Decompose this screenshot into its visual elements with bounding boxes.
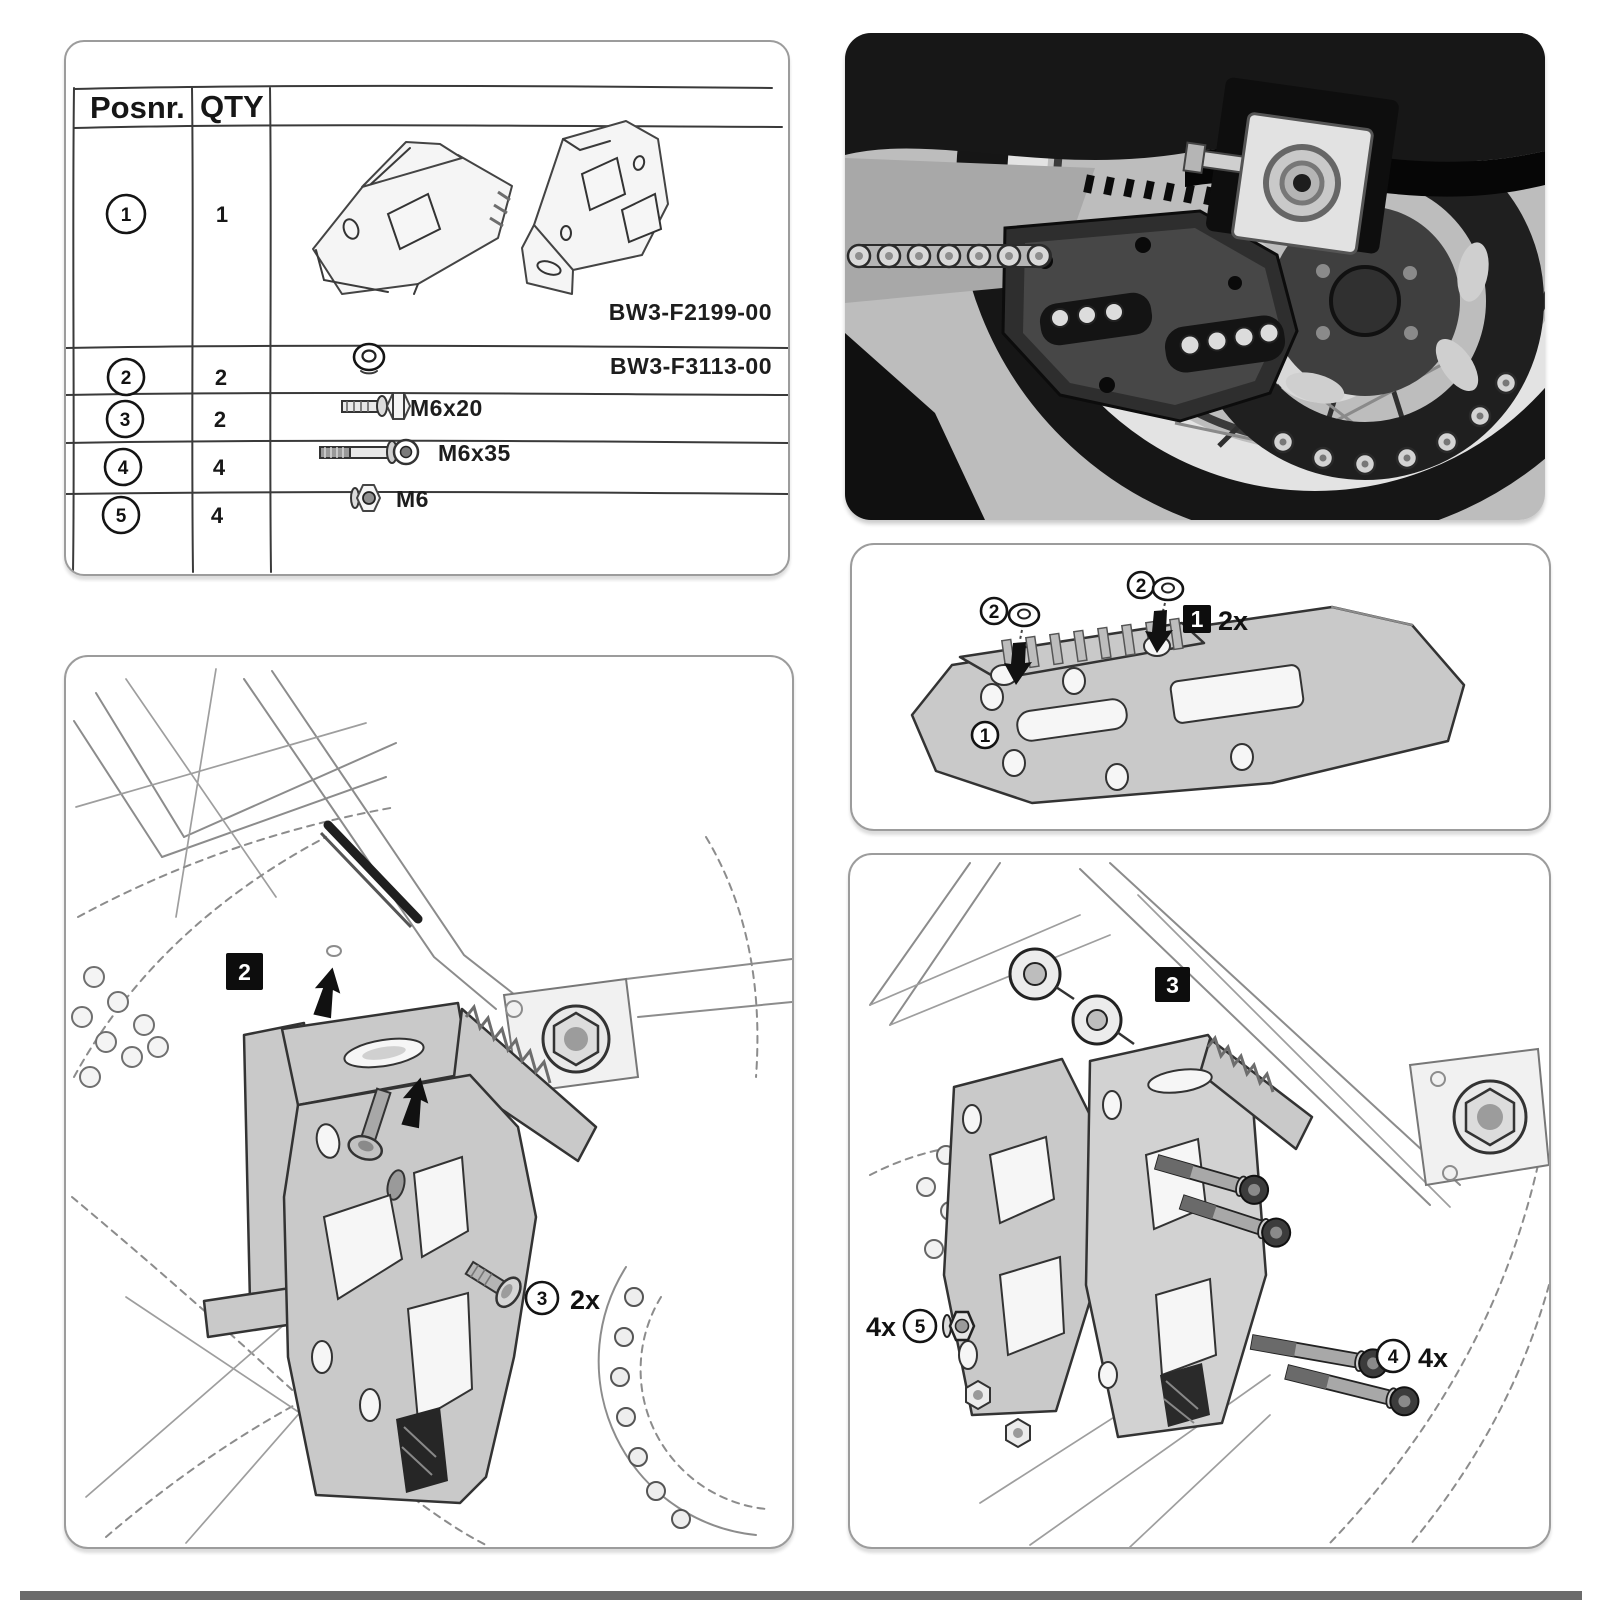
part-size: M6 — [396, 486, 429, 512]
qty-value: 2 — [214, 407, 226, 432]
washer-icon — [352, 342, 386, 375]
step-badge — [226, 953, 263, 990]
step1-figure: 2 2 1 2x — [910, 570, 1466, 805]
qty-column: 1 2 2 4 4 — [211, 202, 228, 528]
socket-bolt-icon — [1284, 1364, 1420, 1417]
flange-nut-icon — [1008, 947, 1075, 1001]
step3-figure: 3 4x 5 4 4x — [866, 862, 1549, 1547]
pos-ref: 5 — [116, 506, 127, 527]
bolt-callout: 4 4x — [1375, 1338, 1448, 1374]
chain-adjuster-block — [1182, 112, 1374, 255]
step-badge-number: 1 — [1191, 606, 1204, 632]
pos-ref: 4 — [118, 458, 129, 479]
down-arrow-icon — [1004, 642, 1032, 685]
chain-guide-part-drawing-right — [521, 120, 669, 295]
part-number: BW3-F2199-00 — [609, 299, 772, 325]
washer-icon — [1151, 576, 1185, 602]
photo-figure — [845, 33, 1545, 520]
pos-ref: 2 — [121, 368, 132, 389]
part-ref-circle — [970, 720, 1000, 750]
nut-ref: 5 — [915, 1317, 926, 1338]
chain-guide — [1001, 209, 1299, 423]
step2-panel: 2 3 2x — [64, 655, 794, 1549]
chain-run — [846, 243, 1052, 269]
part-ref: 1 — [980, 726, 991, 747]
bolt-callout: 3 2x — [464, 1260, 600, 1316]
step1-panel: 2 2 1 2x — [850, 543, 1551, 831]
socket-bolt-icon — [1153, 1154, 1270, 1205]
axle-block-sketch — [502, 977, 640, 1095]
washer-ref: 2 — [989, 602, 1000, 623]
step-badge — [1155, 967, 1190, 1002]
pos-ref: 1 — [121, 205, 132, 226]
socket-bolt-icon — [1249, 1334, 1389, 1379]
repeat-count: 2x — [1218, 606, 1248, 636]
step2-figure: 2 3 2x — [71, 668, 792, 1546]
chain-guide-part-drawing-left — [312, 141, 513, 295]
down-arrow-icon — [1145, 610, 1173, 653]
qty-value: 4 — [213, 455, 226, 480]
hex-nut-icon — [965, 1379, 991, 1411]
bolt-ref: 4 — [1388, 1347, 1399, 1368]
washer-callout-right: 2 — [1126, 570, 1185, 653]
repeat-count: 2x — [570, 1285, 600, 1315]
up-arrow-icon — [313, 967, 341, 1019]
part-size: M6x35 — [438, 440, 511, 466]
washer-icon — [1007, 602, 1041, 628]
socket-bolt-icon — [319, 438, 420, 466]
hex-bolt-icon — [464, 1260, 522, 1309]
up-arrow-icon — [401, 1077, 429, 1129]
washer-ref: 2 — [1136, 576, 1147, 597]
chain-guide-part — [202, 1001, 598, 1505]
step-badge — [1183, 605, 1211, 633]
swingarm-sketch — [869, 862, 1549, 1547]
step-badge-number: 3 — [1166, 972, 1179, 998]
step-badge-number: 2 — [238, 959, 251, 985]
installed-part-photo — [845, 33, 1545, 520]
chain-wrap — [1271, 371, 1518, 476]
nut-count: 4x — [866, 1312, 896, 1342]
parts-table-figure: Posnr. QTY 1 2 3 4 5 1 2 2 4 4 — [66, 84, 788, 573]
socket-bolt-icon — [1178, 1194, 1292, 1248]
pos-column: 1 2 3 4 5 — [101, 193, 147, 535]
step3-panel: 3 4x 5 4 4x — [848, 853, 1551, 1549]
axle-block-sketch — [1408, 1047, 1549, 1187]
hex-bolt-icon — [341, 392, 411, 420]
parts-table-panel: Posnr. QTY 1 2 3 4 5 1 2 2 4 4 — [64, 40, 790, 576]
chain-guide-plate-drawing — [910, 605, 1466, 805]
nut-callout: 4x 5 — [866, 1308, 976, 1344]
washer-callout-left: 2 — [979, 596, 1041, 685]
bolt-count: 4x — [1418, 1343, 1448, 1373]
flange-nut-icon — [1071, 994, 1135, 1046]
front-chain-sketch — [71, 966, 169, 1088]
footer-divider — [20, 1591, 1582, 1600]
qty-value: 4 — [211, 503, 224, 528]
flange-nut-icon — [942, 1310, 976, 1342]
fitting-bolt — [347, 1087, 392, 1161]
table-grid — [66, 84, 788, 573]
qty-header: QTY — [200, 89, 264, 124]
qty-value: 2 — [215, 365, 227, 390]
part-number: BW3-F3113-00 — [610, 353, 772, 379]
bolt-ref: 3 — [537, 1289, 548, 1310]
chain-guide-assembly — [942, 1033, 1314, 1439]
flange-nut-icon — [350, 484, 381, 512]
hex-nut-icon — [1005, 1417, 1031, 1449]
qty-value: 1 — [216, 202, 228, 227]
pos-header: Posnr. — [90, 90, 185, 125]
pos-ref: 3 — [120, 410, 131, 431]
sprocket-sketch — [597, 1266, 767, 1536]
part-size: M6x20 — [410, 395, 483, 421]
